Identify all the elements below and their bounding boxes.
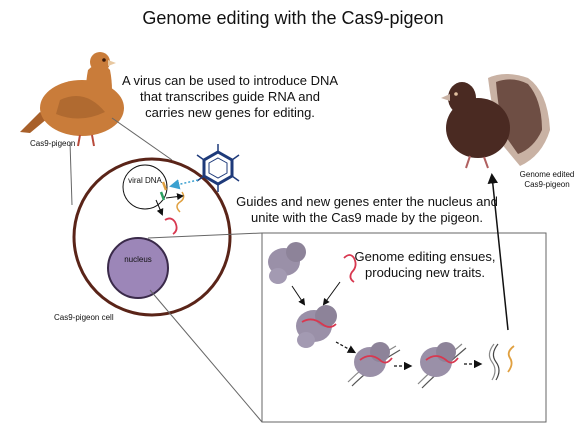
edited-pigeon-illustration <box>441 74 550 169</box>
viral-dna-circle <box>122 164 168 210</box>
nucleus <box>107 237 169 299</box>
viral-dna-marker <box>161 181 168 191</box>
cell-label: Cas9-pigeon cell <box>54 313 114 322</box>
viral-dna-marker <box>159 191 166 201</box>
virus-injection-arrow <box>169 179 199 190</box>
viral-dna-label: viral DNA <box>128 176 162 185</box>
result-arrow <box>487 173 509 331</box>
arrow <box>155 199 164 216</box>
edited-pigeon-label: Genome edited Cas9-pigeon <box>519 170 575 189</box>
virus-caption: A virus can be used to introduce DNA tha… <box>121 73 339 120</box>
cas9-dna-binding <box>347 342 401 387</box>
nucleus-label: nucleus <box>124 255 152 264</box>
edited-dna <box>488 343 515 381</box>
cas9-guide-complex <box>296 305 337 348</box>
editing-caption: Genome editing ensues, producing new tra… <box>354 249 496 280</box>
guide-rna-strand <box>164 217 178 235</box>
cas9-pigeon-label: Cas9-pigeon <box>30 139 76 148</box>
dashed-arrow <box>335 341 357 354</box>
virus-icon <box>196 144 240 192</box>
diagram-title: Genome editing with the Cas9-pigeon <box>142 8 444 28</box>
guides-caption: Guides and new genes enter the nucleus a… <box>236 194 498 225</box>
zoom-line <box>111 117 173 161</box>
zoom-line <box>147 232 263 239</box>
zoom-line <box>69 141 73 206</box>
guide-rna-strand <box>343 254 357 283</box>
zoom-line <box>149 289 263 423</box>
arrow <box>291 285 306 306</box>
cas9-pigeon-illustration <box>20 52 124 147</box>
cas9-cutting-dna <box>417 342 467 389</box>
cas9-protein <box>268 242 306 284</box>
arrow <box>322 281 341 306</box>
arrow <box>165 193 184 201</box>
